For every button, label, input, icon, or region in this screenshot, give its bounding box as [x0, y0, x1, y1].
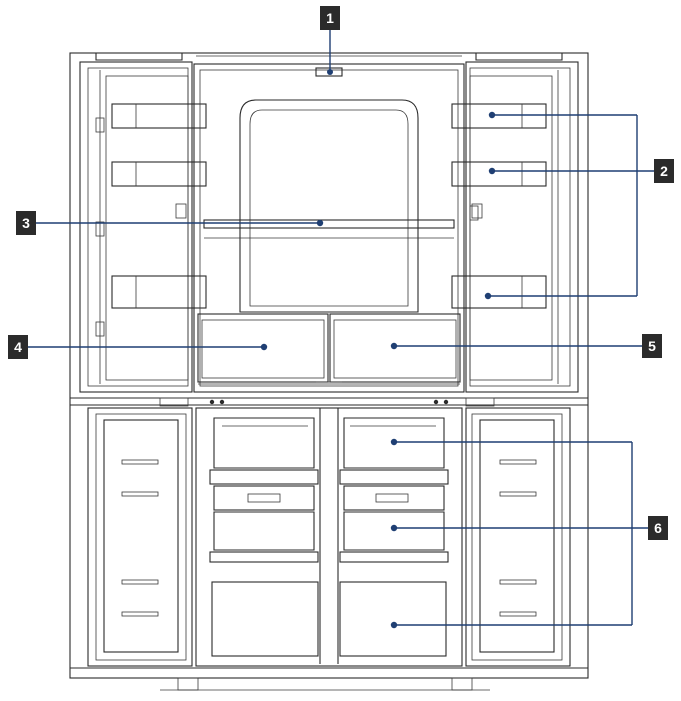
door-slot: [499, 611, 537, 617]
door-slot: [121, 491, 159, 497]
door-slot: [499, 491, 537, 497]
callout-2-label: 2: [660, 163, 668, 179]
door-slot: [121, 579, 159, 585]
left-upper-door: [79, 61, 207, 393]
door-slot: [121, 611, 159, 617]
callout-4-label: 4: [14, 339, 22, 355]
door-slot: [499, 459, 537, 465]
leader-lines: [28, 30, 656, 626]
callout-6: 6: [648, 516, 668, 540]
callout-4: 4: [8, 335, 28, 359]
door-slot: [121, 459, 159, 465]
right-upper-door: [451, 61, 579, 393]
callout-1: 1: [320, 6, 340, 30]
freezer-interior: [195, 407, 463, 667]
fridge-interior: [175, 63, 483, 393]
right-lower-door: [465, 407, 571, 667]
callout-1-label: 1: [326, 10, 334, 26]
door-slot: [499, 579, 537, 585]
mid-hinges: [159, 397, 495, 407]
callout-3-label: 3: [22, 215, 30, 231]
leader-dots: [260, 69, 496, 629]
callout-6-label: 6: [654, 520, 662, 536]
left-lower-door: [87, 407, 193, 667]
cabinet-outline: [69, 52, 589, 691]
callout-5-label: 5: [648, 338, 656, 354]
callout-3: 3: [16, 211, 36, 235]
callout-2: 2: [654, 159, 674, 183]
callout-5: 5: [642, 334, 662, 358]
